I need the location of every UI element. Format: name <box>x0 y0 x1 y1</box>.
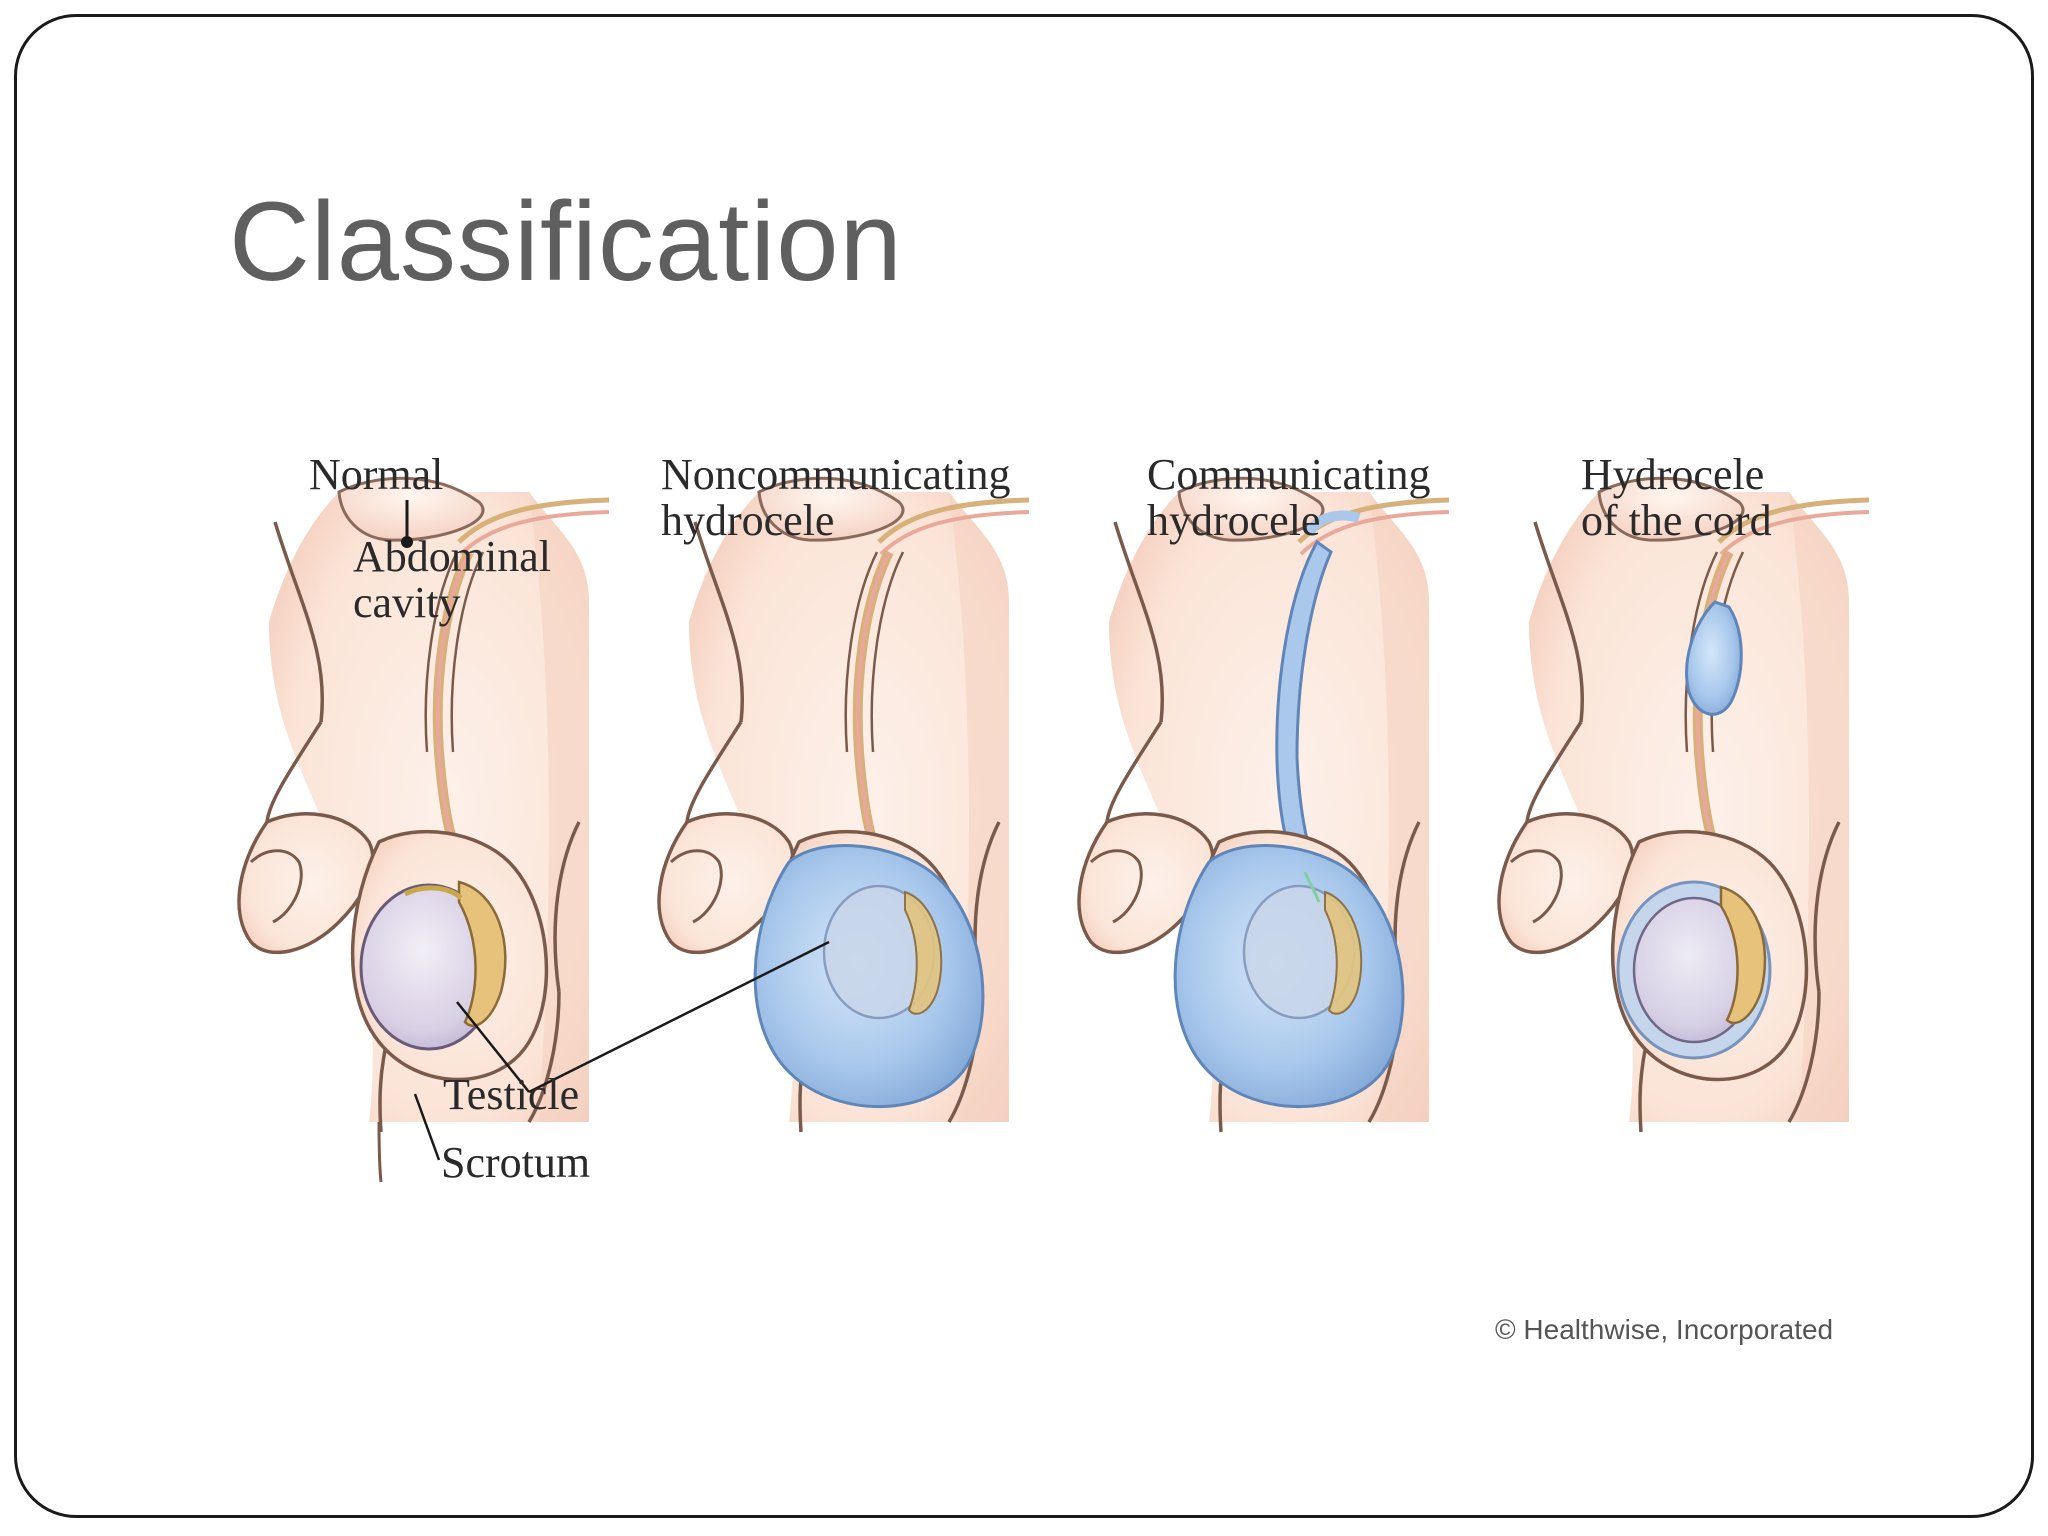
panel-label-line: hydrocele <box>1147 496 1321 545</box>
slide-title: Classification <box>229 179 903 304</box>
panel-label-normal: Normal <box>309 452 443 498</box>
annotation-line: Abdominal <box>353 532 551 581</box>
panel-label-cord: Hydrocele of the cord <box>1581 452 1772 544</box>
annotation-testicle: Testicle <box>443 1070 580 1119</box>
panel-label-line: Communicating <box>1147 450 1431 499</box>
annotation-scrotum: Scrotum <box>441 1138 591 1187</box>
annotation-line: cavity <box>353 578 461 627</box>
panel-label-line: Noncommunicating <box>661 450 1011 499</box>
panel-label-line: of the cord <box>1581 496 1772 545</box>
annotation-abdominal-cavity: Abdominal cavity <box>353 534 551 626</box>
hydrocele-classification-diagram: Normal Noncommunicating hydrocele Commun… <box>229 302 1869 1452</box>
slide-frame: Classification <box>14 14 2034 1518</box>
panel-label-communicating: Communicating hydrocele <box>1147 452 1431 544</box>
image-credit: © Healthwise, Incorporated <box>1495 1314 1834 1345</box>
diagram-artwork <box>229 302 1869 1183</box>
panel-label-line: Hydrocele <box>1581 450 1765 499</box>
panel-label-line: hydrocele <box>661 496 835 545</box>
panel-label-line: Normal <box>309 450 444 499</box>
panel-label-noncommunicating: Noncommunicating hydrocele <box>661 452 1011 544</box>
